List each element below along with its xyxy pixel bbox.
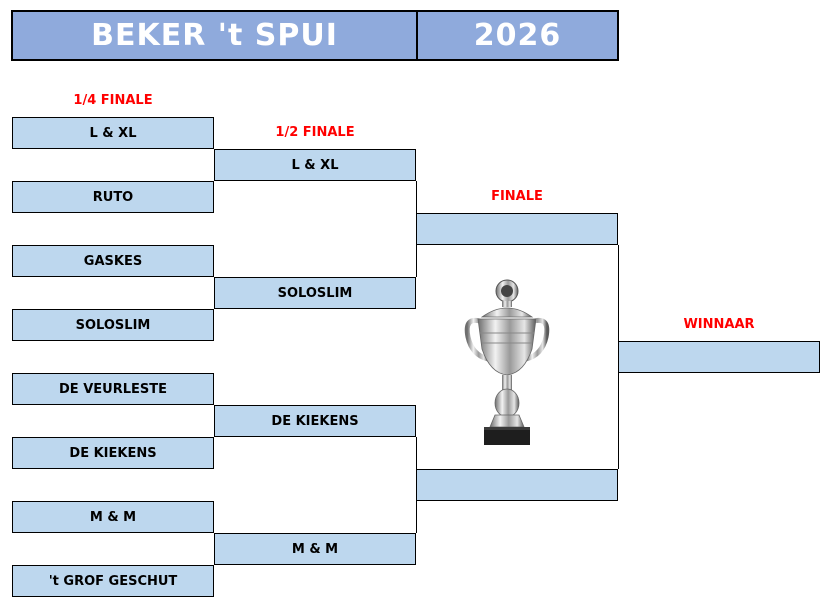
- round-label-semifinal: 1/2 FINALE: [275, 125, 355, 140]
- bracket-connector: [416, 437, 417, 469]
- cup-year: 2026: [416, 10, 619, 61]
- quarterfinal-team: DE KIEKENS: [12, 437, 214, 469]
- semifinal-team: SOLOSLIM: [214, 277, 416, 309]
- quarterfinal-team: SOLOSLIM: [12, 309, 214, 341]
- round-label-winner: WINNAAR: [683, 317, 755, 332]
- semifinal-team: DE KIEKENS: [214, 405, 416, 437]
- semifinal-team: M & M: [214, 533, 416, 565]
- quarterfinal-team: RUTO: [12, 181, 214, 213]
- bracket-connector: [618, 245, 619, 341]
- final-team-bottom: [416, 469, 618, 501]
- trophy-icon: [464, 279, 550, 445]
- quarterfinal-team: 't GROF GESCHUT: [12, 565, 214, 597]
- semifinal-team: L & XL: [214, 149, 416, 181]
- final-team-top: [416, 213, 618, 245]
- quarterfinal-team: L & XL: [12, 117, 214, 149]
- bracket-connector: [618, 373, 619, 469]
- bracket-connector: [416, 181, 417, 213]
- bracket-connector: [416, 245, 417, 277]
- round-label-final: FINALE: [491, 189, 543, 204]
- cup-title: BEKER 't SPUI: [11, 10, 418, 61]
- quarterfinal-team: GASKES: [12, 245, 214, 277]
- quarterfinal-team: M & M: [12, 501, 214, 533]
- winner-cell: [618, 341, 820, 373]
- quarterfinal-team: DE VEURLESTE: [12, 373, 214, 405]
- round-label-quarterfinal: 1/4 FINALE: [73, 93, 153, 108]
- bracket-connector: [416, 501, 417, 533]
